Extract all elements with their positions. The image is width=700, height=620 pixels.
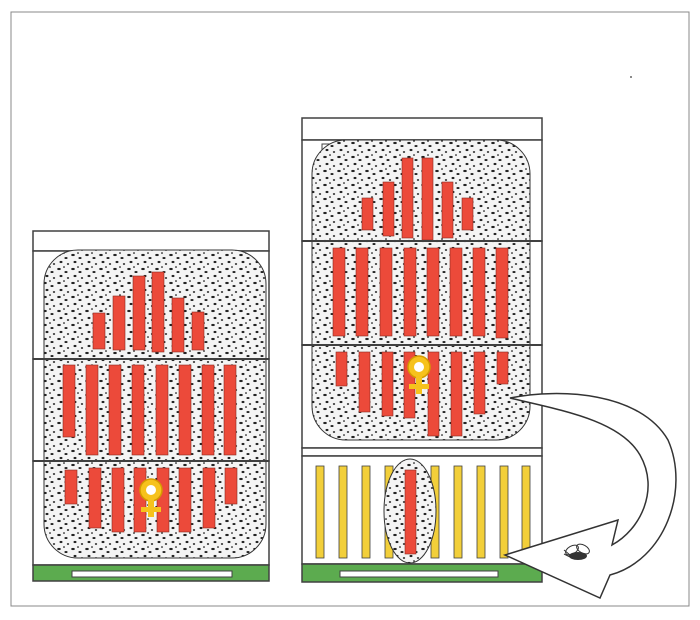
brood-frame: [223, 364, 237, 456]
brood-frame: [332, 247, 346, 337]
brood-frame: [108, 364, 122, 456]
brood-frame: [132, 275, 146, 351]
brood-frames: [404, 469, 417, 555]
brood-frame: [201, 364, 215, 456]
brood-frame: [472, 247, 486, 337]
empty-frame: [361, 465, 371, 559]
brood-frames: [62, 271, 238, 533]
image-frame: [10, 11, 690, 607]
curved-return-arrow-icon: [502, 392, 677, 599]
brood-frame: [335, 351, 348, 387]
queen-bee-icon: [407, 355, 431, 394]
brood-frame: [156, 467, 170, 533]
hive-right: [301, 117, 543, 583]
brood-frame: [151, 271, 165, 353]
brood-frame: [112, 295, 126, 351]
entrance-slot: [71, 570, 233, 578]
brood-frame: [178, 467, 192, 533]
empty-frame: [453, 465, 463, 559]
brood-frame: [88, 467, 102, 529]
brood-frame: [155, 364, 169, 456]
brood-frame: [202, 467, 216, 529]
brood-frame: [111, 467, 125, 533]
empty-frame: [338, 465, 348, 559]
brood-frame: [403, 247, 417, 337]
brood-frame: [92, 312, 106, 350]
brood-frame: [133, 467, 147, 533]
brood-frame: [495, 247, 509, 339]
empty-frame: [476, 465, 486, 559]
brood-frame: [473, 351, 486, 415]
empty-frame: [499, 465, 509, 559]
hive-lid: [301, 117, 543, 141]
brood-frame: [355, 247, 369, 337]
brood-frame: [358, 351, 371, 413]
brood-frame: [178, 364, 192, 456]
brood-frame: [64, 469, 78, 505]
empty-frame: [521, 465, 531, 559]
brood-frame: [382, 181, 395, 237]
brood-frame: [421, 157, 434, 241]
brood-frame: [441, 181, 454, 239]
queen-excluder: [301, 447, 543, 457]
brood-frame: [426, 247, 440, 337]
brood-frame: [131, 364, 145, 456]
brood-frame: [191, 311, 205, 351]
entrance-slot: [339, 570, 499, 578]
brood-frame: [381, 351, 394, 417]
empty-frame: [315, 465, 325, 559]
worker-bee-icon: [563, 543, 590, 560]
brood-frame: [62, 364, 76, 438]
brood-frame: [461, 197, 474, 231]
speck: [630, 76, 632, 78]
hive-lid: [32, 230, 270, 252]
brood-frame: [401, 157, 414, 239]
brood-frames: [332, 157, 509, 437]
brood-frame: [361, 197, 374, 231]
brood-frame: [404, 469, 417, 555]
brood-frame: [450, 351, 463, 437]
brood-frame: [379, 247, 393, 337]
queen-bee-icon: [139, 478, 163, 517]
hive-left: [32, 230, 270, 582]
brood-frame: [171, 297, 185, 353]
brood-frame: [496, 351, 509, 385]
brood-frame: [449, 247, 463, 337]
brood-frame: [224, 467, 238, 505]
brood-frame: [85, 364, 99, 456]
brood-frame: [427, 351, 440, 437]
